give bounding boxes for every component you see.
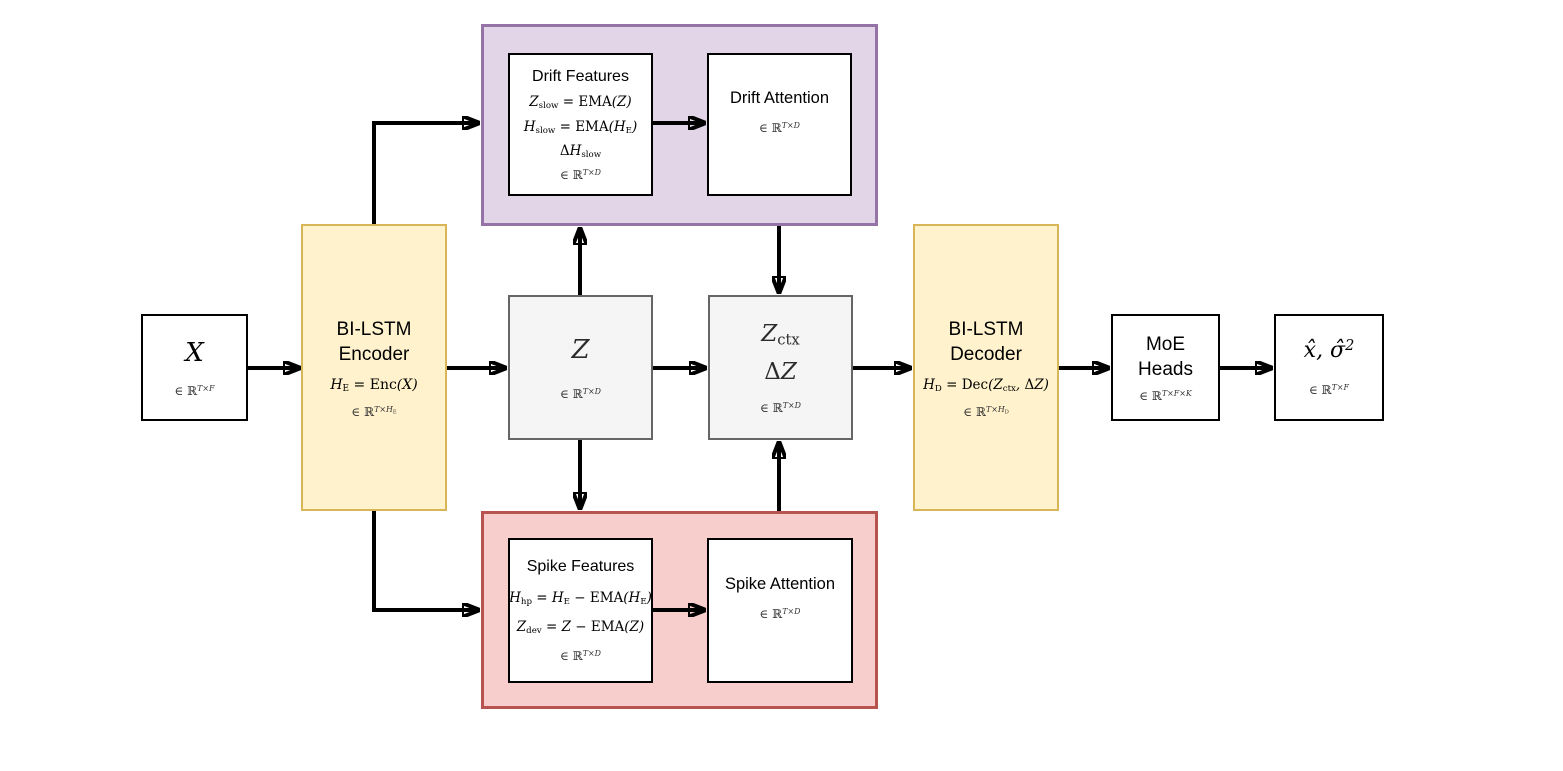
input-x-symbol: X — [185, 337, 204, 368]
encoder-title-line2: Encoder — [338, 343, 410, 365]
drift-features-eq1: Zslow = EMA(Z) — [529, 94, 632, 112]
drift-features-box: Drift Features Zslow = EMA(Z) Hslow = EM… — [508, 53, 653, 196]
latent-z-box: Z ∈ ℝT×D — [508, 295, 653, 440]
decoder-title-line1: BI-LSTM — [948, 318, 1024, 340]
latent-z-symbol: Z — [571, 334, 590, 365]
decoder-equation: HD = Dec(Zctx, ΔZ) — [923, 376, 1049, 394]
encoder-equation: HE = Enc(X) — [330, 376, 418, 394]
drift-features-title: Drift Features — [532, 67, 629, 85]
spike-features-eq1: Hhp = HE − EMA(HE) — [509, 589, 652, 607]
spike-features-title: Spike Features — [526, 557, 635, 575]
encoder-title-line1: BI-LSTM — [336, 318, 412, 340]
moe-title-line2: Heads — [1138, 359, 1193, 380]
arrow-encoder-to-spike-group — [372, 511, 479, 610]
spike-attention-title: Spike Attention — [724, 574, 836, 593]
context-symbol-zctx: Zctx — [761, 320, 800, 349]
latent-z-dims: ∈ ℝT×D — [560, 386, 601, 401]
spike-features-eq2: Zdev = Z − EMA(Z) — [516, 619, 645, 637]
drift-attention-dims: ∈ ℝT×D — [759, 120, 800, 135]
input-x-box: X ∈ ℝT×F — [141, 314, 248, 421]
context-symbol-dz: ΔZ — [764, 358, 797, 385]
drift-features-eq2: Hslow = EMA(HE) — [523, 118, 638, 136]
spike-features-dims: ∈ ℝT×D — [560, 649, 601, 664]
bilstm-decoder-box: BI-LSTM Decoder HD = Dec(Zctx, ΔZ) ∈ ℝT×… — [913, 224, 1059, 511]
output-symbol: x̂, σ̂2 — [1303, 337, 1355, 363]
bilstm-encoder-box: BI-LSTM Encoder HE = Enc(X) ∈ ℝT×HE — [301, 224, 447, 511]
spike-attention-dims: ∈ ℝT×D — [759, 606, 801, 621]
output-box: x̂, σ̂2 ∈ ℝT×F — [1274, 314, 1384, 421]
drift-attention-box: Drift Attention ∈ ℝT×D — [707, 53, 852, 196]
moe-title-line1: MoE — [1145, 334, 1186, 355]
decoder-title-line2: Decoder — [950, 343, 1022, 365]
drift-features-dims: ∈ ℝT×D — [560, 167, 601, 182]
moe-dims: ∈ ℝT×F×K — [1139, 389, 1192, 403]
spike-attention-box: Spike Attention ∈ ℝT×D — [707, 538, 853, 683]
drift-features-eq3: ΔHslow — [559, 143, 602, 161]
drift-attention-title: Drift Attention — [729, 88, 830, 107]
context-dims: ∈ ℝT×D — [760, 400, 801, 415]
input-x-dims: ∈ ℝT×F — [174, 383, 215, 398]
spike-features-box: Spike Features Hhp = HE − EMA(HE) Zdev =… — [508, 538, 653, 683]
decoder-dims: ∈ ℝT×HD — [963, 404, 1009, 419]
context-zctx-box: Zctx ΔZ ∈ ℝT×D — [708, 295, 853, 440]
output-dims: ∈ ℝT×F — [1308, 383, 1350, 397]
encoder-dims: ∈ ℝT×HE — [351, 404, 397, 419]
arrow-encoder-to-drift-group — [372, 123, 479, 224]
moe-heads-box: MoE Heads ∈ ℝT×F×K — [1111, 314, 1220, 421]
